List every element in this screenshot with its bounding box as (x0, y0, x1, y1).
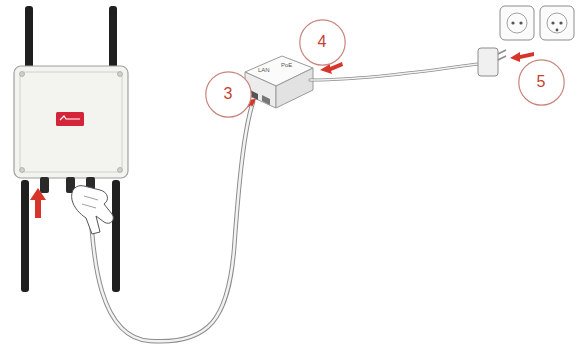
injector-port (262, 95, 270, 105)
brand-logo (56, 112, 84, 126)
port-connector (40, 177, 49, 193)
antenna (21, 180, 29, 292)
callout-number: 3 (205, 71, 252, 118)
ethernet-cable-core (90, 102, 253, 341)
insert-arrow (30, 188, 46, 218)
outlet-hole (556, 29, 559, 32)
housing-rim (20, 72, 122, 172)
outlet-hole (551, 21, 554, 24)
screw (20, 72, 25, 77)
adapter-prongs (498, 50, 506, 60)
callout-number: 4 (299, 19, 346, 66)
callout-circle: 4 (299, 19, 346, 66)
outlet-socket (547, 13, 567, 33)
antenna (109, 6, 117, 72)
ethernet-cable (90, 102, 253, 341)
outlet-socket (507, 13, 527, 33)
callout-circle: 5 (518, 59, 565, 106)
outlet-hole (511, 21, 514, 24)
power-adapter (478, 48, 498, 76)
outlet-hole (559, 21, 562, 24)
port-label: LAN (258, 67, 270, 73)
wall-outlet (540, 6, 574, 40)
callout-ring (299, 19, 344, 64)
antenna (112, 180, 120, 292)
screw (118, 72, 123, 77)
outlet-hole (519, 21, 522, 24)
finger-lines (82, 196, 98, 208)
screw (118, 168, 123, 173)
screw (20, 168, 25, 173)
hand (72, 186, 114, 234)
callout-ring (518, 59, 563, 104)
wall-outlet (500, 6, 534, 40)
logo-mark (60, 116, 80, 120)
access-point-housing (14, 66, 128, 178)
antenna (25, 6, 33, 72)
insert-arrow (510, 52, 534, 62)
injector-right-face (276, 68, 313, 108)
callout-circle: 3 (205, 71, 252, 118)
callout-number: 5 (518, 59, 565, 106)
port-label: PoE (281, 62, 292, 68)
callout-ring (205, 71, 250, 116)
